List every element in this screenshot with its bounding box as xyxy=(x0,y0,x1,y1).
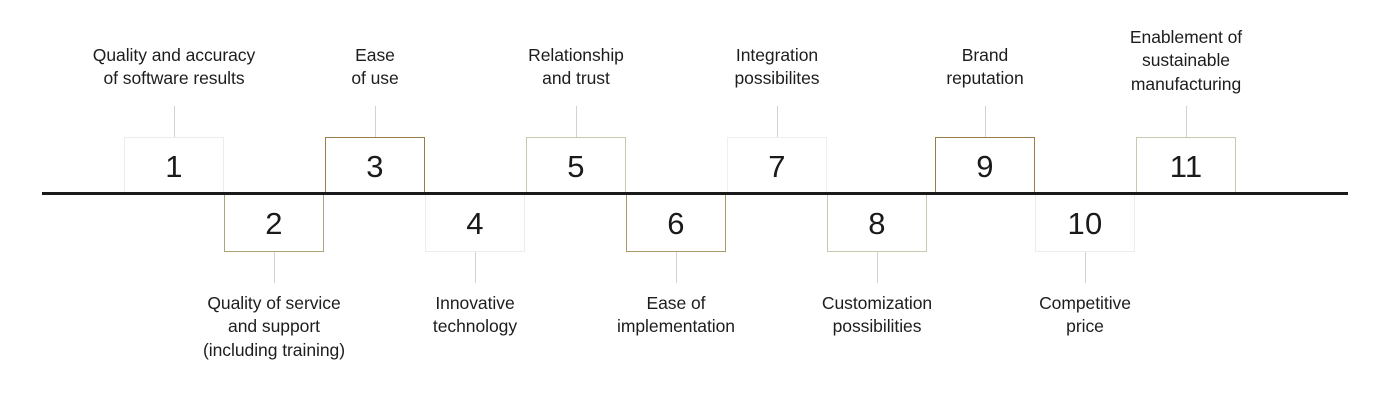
step-number-label: 7 xyxy=(768,148,786,184)
step-label-6: Ease of implementation xyxy=(617,293,735,337)
connector-line-9 xyxy=(985,106,987,137)
connector-line-3 xyxy=(375,106,377,137)
step-label-2: Quality of service and support (includin… xyxy=(203,293,345,360)
connector-line-2 xyxy=(274,252,276,283)
step-number-label: 4 xyxy=(466,205,484,241)
step-box-3[interactable]: 3 xyxy=(325,137,425,195)
step-box-10[interactable]: 10 xyxy=(1035,194,1135,252)
step-number-label: 5 xyxy=(567,148,585,184)
step-label-10: Competitive price xyxy=(1039,293,1131,337)
step-label-5: Relationship and trust xyxy=(528,45,624,89)
connector-line-11 xyxy=(1186,106,1188,137)
step-box-1[interactable]: 1 xyxy=(124,137,224,195)
step-number-label: 2 xyxy=(265,205,283,241)
step-number-label: 6 xyxy=(667,205,685,241)
step-number-label: 10 xyxy=(1067,205,1103,241)
step-box-2[interactable]: 2 xyxy=(224,194,324,252)
connector-line-4 xyxy=(475,252,477,283)
horizontal-axis-line xyxy=(42,192,1348,195)
step-box-6[interactable]: 6 xyxy=(626,194,726,252)
step-label-8: Customization possibilities xyxy=(821,293,933,337)
connector-line-10 xyxy=(1085,252,1087,283)
step-number-label: 8 xyxy=(868,205,886,241)
step-box-9[interactable]: 9 xyxy=(935,137,1035,195)
step-number-label: 1 xyxy=(165,148,183,184)
step-box-11[interactable]: 11 xyxy=(1136,137,1236,195)
step-box-8[interactable]: 8 xyxy=(827,194,927,252)
connector-line-8 xyxy=(877,252,879,283)
step-box-7[interactable]: 7 xyxy=(727,137,827,195)
connector-line-5 xyxy=(576,106,578,137)
step-label-4: Innovative technology xyxy=(432,293,518,337)
step-box-4[interactable]: 4 xyxy=(425,194,525,252)
step-box-5[interactable]: 5 xyxy=(526,137,626,195)
step-number-label: 9 xyxy=(976,148,994,184)
step-number-label: 3 xyxy=(366,148,384,184)
step-label-11: Enablement of sustainable manufacturing xyxy=(1129,27,1243,94)
step-label-1: Quality and accuracy of software results xyxy=(92,45,256,89)
step-label-7: Integration possibilites xyxy=(734,45,820,89)
connector-line-6 xyxy=(676,252,678,283)
step-number-label: 11 xyxy=(1169,148,1203,184)
connector-line-1 xyxy=(174,106,176,137)
step-label-9: Brand reputation xyxy=(946,45,1024,89)
step-label-3: Ease of use xyxy=(351,45,399,89)
connector-line-7 xyxy=(777,106,779,137)
